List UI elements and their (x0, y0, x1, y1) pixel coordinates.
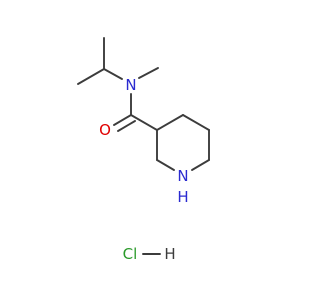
atom-label-oxygen: O (99, 121, 111, 139)
ring-bond-n-c2 (156, 159, 175, 171)
bond-ch3-left-ch (77, 68, 105, 85)
ring-bond-c3-c4 (156, 114, 184, 131)
atom-label-salt-hydrogen: H (164, 245, 175, 263)
atom-label-ring-nh-hydrogen: H (177, 188, 188, 206)
atom-label-chlorine: Cl (123, 245, 138, 263)
atom-label-n-ring: N (177, 167, 188, 185)
bond-carbonyl-ring (130, 114, 158, 131)
chemical-structure-diagram: N O N H Cl H (77, 37, 210, 263)
bond-carbonyl-oxygen-1 (113, 114, 132, 126)
ring-bond-c4-c5 (182, 114, 210, 131)
bond-ch-n (103, 68, 123, 80)
bond-n-methyl (138, 67, 159, 79)
bond-carbonyl-oxygen-2 (117, 120, 136, 132)
atom-label-n-amide: N (125, 76, 136, 94)
ring-bond-c6-n (191, 159, 210, 171)
